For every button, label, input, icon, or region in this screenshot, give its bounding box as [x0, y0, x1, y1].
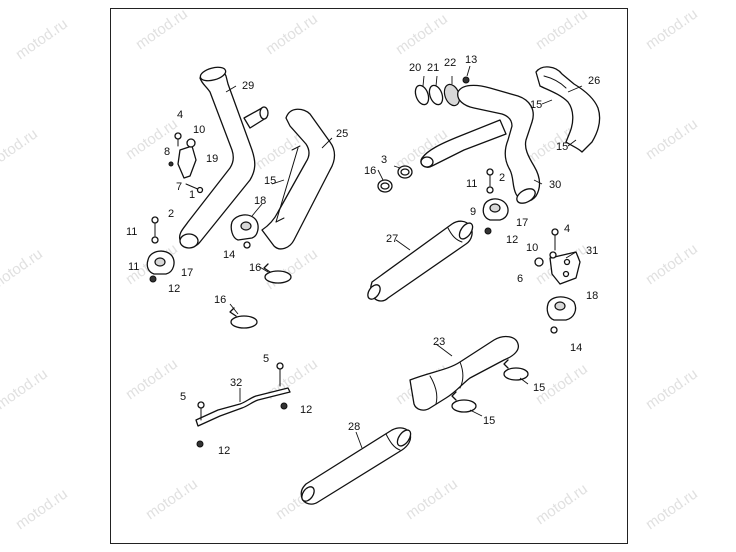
callout-12: 12 — [218, 445, 230, 457]
callout-16: 16 — [214, 294, 226, 306]
callout-4: 4 — [564, 223, 570, 235]
leader-lines — [225, 65, 583, 449]
callout-21: 21 — [427, 62, 439, 74]
callout-6: 6 — [517, 273, 523, 285]
callout-22: 22 — [444, 57, 456, 69]
callout-3: 3 — [381, 154, 387, 166]
callout-26: 26 — [588, 75, 600, 87]
callout-16: 16 — [249, 262, 261, 274]
watermark: motod.ru — [643, 240, 701, 288]
callout-12: 12 — [168, 283, 180, 295]
watermark: motod.ru — [133, 5, 191, 53]
front-heat-shield — [261, 108, 336, 250]
callout-29: 29 — [242, 80, 254, 92]
callout-32: 32 — [230, 377, 242, 389]
right-band-clamps — [451, 359, 529, 413]
callout-18: 18 — [586, 290, 598, 302]
callout-25: 25 — [336, 128, 348, 140]
watermark: motod.ru — [143, 475, 201, 523]
front-headpipe — [178, 66, 269, 249]
callout-12: 12 — [506, 234, 518, 246]
callout-20: 20 — [409, 62, 421, 74]
callout-11: 11 — [126, 226, 137, 238]
front-bracket — [168, 132, 204, 194]
callout-4: 4 — [177, 109, 183, 121]
callout-5: 5 — [180, 391, 186, 403]
watermark: motod.ru — [263, 10, 321, 58]
callout-7: 7 — [176, 181, 182, 193]
callout-17: 17 — [181, 267, 193, 279]
watermark: motod.ru — [13, 485, 71, 533]
left-clamp-bracket — [230, 214, 259, 249]
muffler-heat-shield — [409, 335, 520, 411]
watermark: motod.ru — [123, 355, 181, 403]
callout-5: 5 — [263, 353, 269, 365]
watermark: motod.ru — [123, 115, 181, 163]
watermark: motod.ru — [0, 365, 51, 413]
front-muffler — [300, 427, 412, 505]
watermark: motod.ru — [643, 365, 701, 413]
watermark: motod.ru — [13, 15, 71, 63]
left-band-clamps — [229, 263, 292, 329]
callout-10: 10 — [526, 242, 538, 254]
callout-2: 2 — [168, 208, 174, 220]
watermark: motod.ru — [403, 475, 461, 523]
watermark: motod.ru — [393, 10, 451, 58]
callout-18: 18 — [254, 195, 266, 207]
callout-8: 8 — [164, 146, 170, 158]
exhaust-gaskets — [414, 76, 470, 107]
muffler-support-bracket — [195, 362, 291, 448]
callout-15: 15 — [530, 99, 542, 111]
watermark: motod.ru — [643, 115, 701, 163]
callout-16: 16 — [364, 165, 376, 177]
right-clamp-bracket — [546, 296, 577, 334]
callout-10: 10 — [193, 124, 205, 136]
callout-14: 14 — [223, 249, 235, 261]
callout-19: 19 — [206, 153, 218, 165]
callout-11: 11 — [466, 178, 477, 190]
callout-31: 31 — [586, 245, 598, 257]
callout-15: 15 — [556, 141, 568, 153]
rear-heat-shield — [535, 66, 601, 153]
callout-labels: 29 4 10 8 19 7 1 25 15 18 2 11 11 17 12 … — [126, 54, 600, 457]
callout-17: 17 — [516, 217, 528, 229]
callout-2: 2 — [499, 172, 505, 184]
callout-30: 30 — [549, 179, 561, 191]
callout-11: 11 — [128, 261, 139, 273]
watermark: motod.ru — [0, 245, 46, 293]
callout-9: 9 — [470, 206, 476, 218]
callout-14: 14 — [570, 342, 582, 354]
rear-headpipe — [420, 84, 541, 204]
left-clamp — [146, 216, 175, 283]
callout-15: 15 — [264, 175, 276, 187]
watermark: motod.ru — [533, 480, 591, 528]
callout-13: 13 — [465, 54, 477, 66]
callout-27: 27 — [386, 233, 398, 245]
callout-1: 1 — [189, 189, 195, 201]
watermark: motod.ru — [0, 125, 41, 173]
watermark: motod.ru — [643, 5, 701, 53]
callout-28: 28 — [348, 421, 360, 433]
watermark: motod.ru — [533, 5, 591, 53]
callout-15: 15 — [533, 382, 545, 394]
watermark: motod.ru — [263, 245, 321, 293]
crossover-gaskets — [377, 165, 413, 193]
right-clamp — [482, 168, 509, 235]
callout-15: 15 — [483, 415, 495, 427]
callout-23: 23 — [433, 336, 445, 348]
rear-muffler — [367, 220, 474, 302]
watermark: motod.ru — [643, 485, 701, 533]
callout-12: 12 — [300, 404, 312, 416]
